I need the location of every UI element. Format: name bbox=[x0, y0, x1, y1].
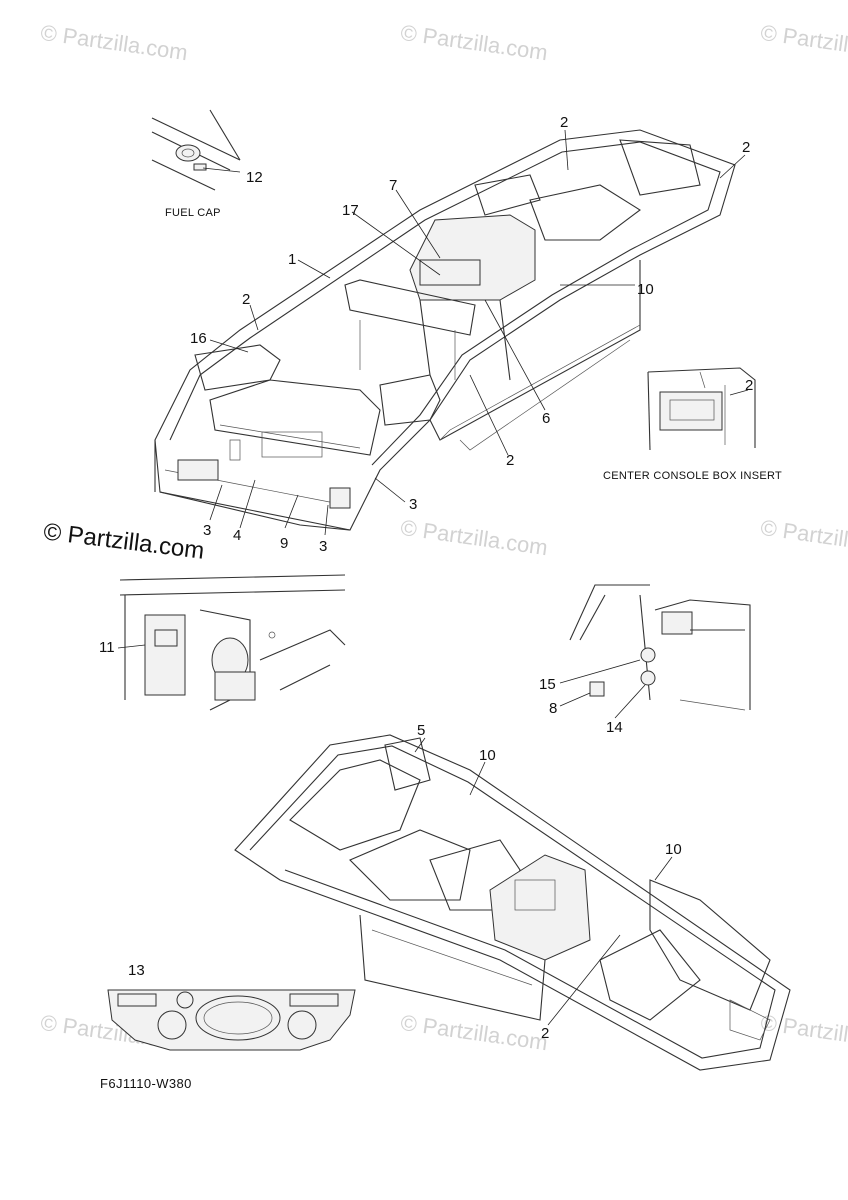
callout-3: 3 bbox=[319, 538, 328, 555]
callout-8: 8 bbox=[549, 700, 558, 717]
fuel-cap-inset bbox=[151, 109, 241, 191]
callout-4: 4 bbox=[233, 527, 242, 544]
upper-boat-hull bbox=[154, 129, 736, 531]
callout-2: 2 bbox=[742, 139, 751, 156]
callout-1: 1 bbox=[288, 251, 297, 268]
hatch-plate bbox=[107, 989, 356, 1051]
callout-3: 3 bbox=[409, 496, 418, 513]
figure-id: F6J1110-W380 bbox=[100, 1076, 192, 1091]
rear-deck-inset bbox=[569, 584, 751, 711]
fuel-cap-caption: FUEL CAP bbox=[165, 207, 221, 219]
callout-15: 15 bbox=[539, 676, 556, 693]
callout-13: 13 bbox=[128, 962, 145, 979]
callout-2: 2 bbox=[541, 1025, 550, 1042]
callout-2: 2 bbox=[745, 377, 754, 394]
leader-lines bbox=[117, 129, 749, 1026]
callout-14: 14 bbox=[606, 719, 623, 736]
engine-bay-inset bbox=[119, 574, 346, 711]
callout-17: 17 bbox=[342, 202, 359, 219]
callout-3: 3 bbox=[203, 522, 212, 539]
callout-10: 10 bbox=[665, 841, 682, 858]
callout-10: 10 bbox=[479, 747, 496, 764]
callout-9: 9 bbox=[280, 535, 289, 552]
callout-6: 6 bbox=[542, 410, 551, 427]
callout-7: 7 bbox=[389, 177, 398, 194]
callout-10: 10 bbox=[637, 281, 654, 298]
callout-2: 2 bbox=[560, 114, 569, 131]
callout-5: 5 bbox=[417, 722, 426, 739]
callout-2: 2 bbox=[242, 291, 251, 308]
callout-11: 11 bbox=[99, 639, 115, 656]
lower-boat-hull bbox=[234, 734, 791, 1071]
callout-2: 2 bbox=[506, 452, 515, 469]
callout-16: 16 bbox=[190, 330, 207, 347]
center-console-inset bbox=[647, 367, 756, 451]
center-console-caption: CENTER CONSOLE BOX INSERT bbox=[603, 470, 783, 482]
callout-12: 12 bbox=[246, 169, 263, 186]
